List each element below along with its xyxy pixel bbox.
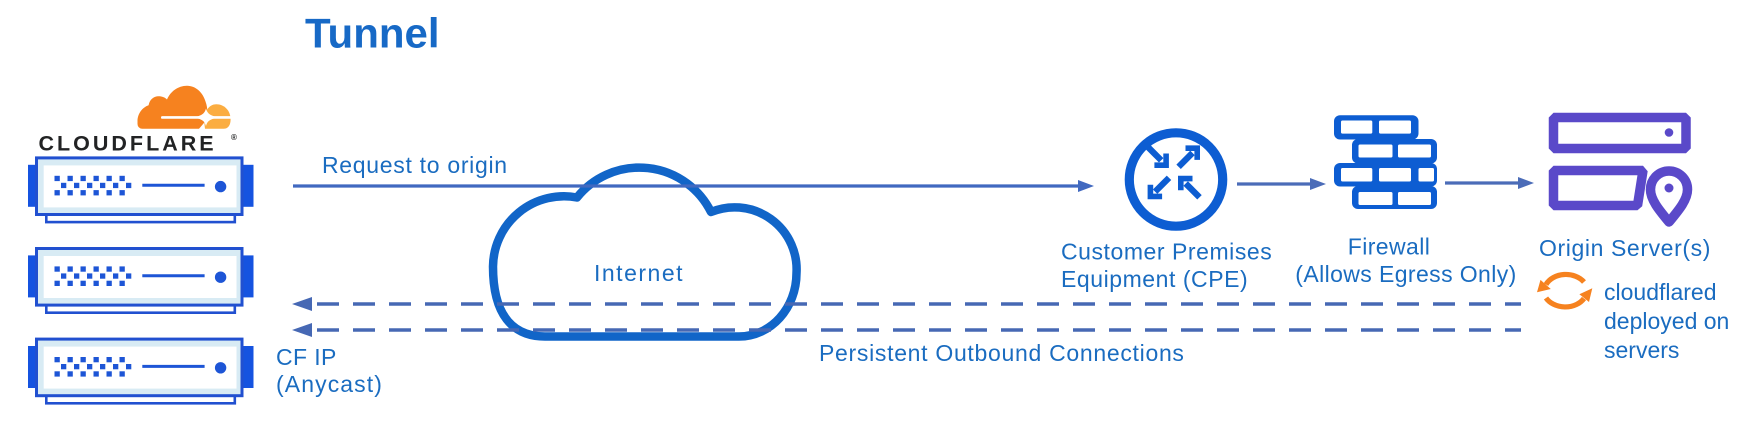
svg-text:®: ® [231,133,237,142]
svg-text:cloudflared: cloudflared [1604,279,1717,305]
svg-text:CLOUDFLARE: CLOUDFLARE [39,132,217,156]
svg-text:servers: servers [1604,337,1679,363]
svg-text:CF IP: CF IP [276,344,337,370]
svg-text:deployed on: deployed on [1604,308,1729,334]
svg-text:Origin Server(s): Origin Server(s) [1539,235,1711,261]
svg-text:(Anycast): (Anycast) [276,371,383,397]
svg-text:Request to origin: Request to origin [322,152,508,178]
svg-text:Firewall: Firewall [1348,234,1430,260]
svg-text:Equipment (CPE): Equipment (CPE) [1061,266,1248,292]
svg-text:(Allows Egress Only): (Allows Egress Only) [1295,261,1516,287]
svg-text:Customer Premises: Customer Premises [1061,239,1272,265]
svg-text:Tunnel: Tunnel [305,10,440,57]
svg-text:Internet: Internet [594,260,684,286]
svg-text:Persistent Outbound Connection: Persistent Outbound Connections [819,340,1185,366]
